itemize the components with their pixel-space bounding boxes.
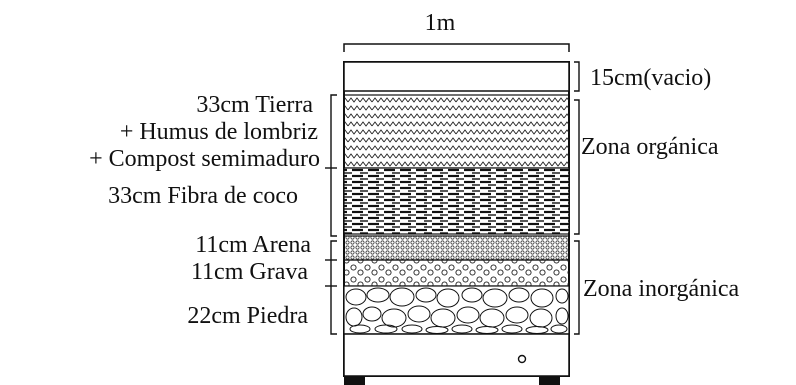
inorganic-zone-label: Zona inorgánica (583, 276, 740, 302)
layer-label-piedra: 22cm Piedra (187, 303, 308, 329)
inorganic-bracket (574, 240, 580, 335)
left-foot (344, 376, 365, 385)
water-reservoir (343, 333, 570, 377)
right-foot (539, 376, 560, 385)
left-inorganic-bracket (330, 240, 337, 335)
drain-hole (517, 354, 527, 364)
empty-note: 15cm(vacio) (590, 65, 711, 91)
layer-arena (343, 235, 570, 261)
left-organic-bracket (330, 94, 337, 237)
width-bracket (343, 43, 570, 52)
layer-label-grava: 11cm Grava (191, 259, 308, 285)
layer-label-fibra: 33cm Fibra de coco (108, 183, 298, 209)
layer-label-tierra-2: + Humus de lombriz (120, 119, 318, 145)
layer-piedra (343, 285, 570, 335)
layer-label-arena: 11cm Arena (195, 232, 311, 258)
layer-grava (343, 259, 570, 287)
layer-label-tierra-1: 33cm Tierra (196, 92, 313, 118)
layer-empty (343, 61, 570, 92)
organic-bracket (574, 99, 580, 235)
width-label: 1m (425, 10, 456, 36)
layer-tierra (343, 94, 570, 169)
empty-bracket (574, 61, 580, 92)
layer-fibra (343, 167, 570, 235)
organic-zone-label: Zona orgánica (581, 134, 719, 160)
layer-label-tierra-3: + Compost semimaduro (89, 146, 320, 172)
